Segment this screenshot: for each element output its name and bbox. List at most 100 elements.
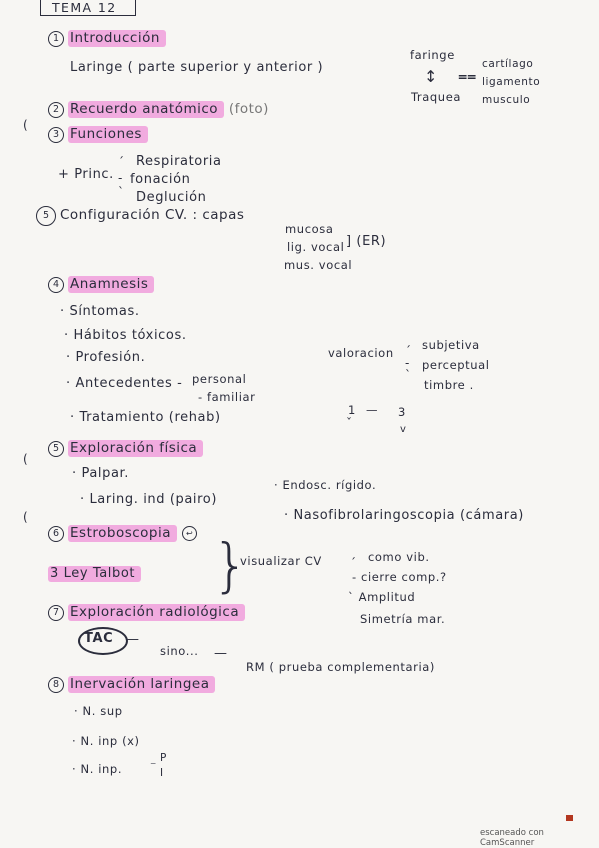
strobe-item: - cierre comp.? <box>352 570 447 584</box>
diagram-top: faringe <box>410 48 455 62</box>
section-3-title: Funciones <box>68 126 148 143</box>
section-1-line: Laringe ( parte superior y anterior ) <box>70 60 324 75</box>
function-item: Respiratoria <box>136 154 222 169</box>
section-2-extra: (foto) <box>228 101 269 117</box>
anamnesis-item-label: Hábitos tóxicos. <box>73 328 187 343</box>
section-number: 6 <box>48 526 64 542</box>
check-mark: ˇ <box>346 416 352 430</box>
section-number: 3 <box>48 127 64 143</box>
capas-label: : capas <box>192 207 245 223</box>
dash-mark: - <box>405 356 410 370</box>
exploration-right-label: Nasofibrolaringoscopia (cámara) <box>293 508 524 523</box>
antecedent-item-label: familiar <box>207 390 256 404</box>
anamnesis-item-label: Síntomas. <box>69 304 140 319</box>
sino-dash: — <box>214 646 228 661</box>
sino-label: sino... <box>160 644 199 658</box>
dash-mark: ⁻ <box>150 758 157 772</box>
layer-item: lig. vocal <box>287 240 345 254</box>
strobe-item: ˋ Amplitud <box>348 590 416 604</box>
anamnesis-item: · Tratamiento (rehab) <box>70 410 221 425</box>
exploration-item-label: Palpar. <box>81 466 130 481</box>
section-number: 8 <box>48 677 64 693</box>
valoracion-item: subjetiva <box>422 338 480 352</box>
nerve-branch: I <box>160 767 164 779</box>
tac-dash: — <box>126 632 140 647</box>
exploration-right-item: · Endosc. rígido. <box>274 478 377 492</box>
section-8-title: Inervación laringea <box>68 676 216 693</box>
antecedent-item: - familiar <box>198 390 256 404</box>
scanner-watermark: escaneado con CamScanner <box>480 828 544 848</box>
section-2-title: Recuerdo anatómico <box>68 101 225 118</box>
page-title: TEMA 12 <box>52 0 117 15</box>
check-mark: v <box>400 424 406 435</box>
title-box <box>40 0 136 16</box>
dash-mark: ˋ <box>405 368 411 382</box>
layer-item: mucosa <box>285 222 334 236</box>
section-7-title: Exploración radiológica <box>68 604 246 621</box>
section-4-title: Anamnesis <box>68 276 155 293</box>
margin-mark: ( <box>23 510 28 524</box>
section-6-title: Estroboscopia <box>68 525 178 542</box>
diagram-item: ligamento <box>482 76 541 88</box>
talbot-law-label: 3 Ley Talbot <box>48 566 142 582</box>
strobe-item-label: cierre comp.? <box>361 570 447 584</box>
list-brace-icon: ⩵ <box>458 66 477 85</box>
nerve-item: · N. inp (x) <box>72 734 140 748</box>
dash-mark: ˊ <box>405 344 411 358</box>
valoracion-label: valoracion <box>328 346 394 360</box>
diagram-item: musculo <box>482 94 531 106</box>
function-item: Deglución <box>136 190 207 205</box>
dash-mark: ˋ <box>118 185 124 199</box>
anamnesis-item: · Antecedentes - <box>66 376 183 391</box>
margin-mark: ( <box>23 118 28 132</box>
diagram-bottom: Traquea <box>411 90 462 104</box>
exploration-item-label: Laring. ind (pairo) <box>89 492 218 507</box>
anamnesis-item: · Hábitos tóxicos. <box>64 328 187 343</box>
exploration-item: · Laring. ind (pairo) <box>80 492 218 507</box>
section-5-title: Exploración física <box>68 440 204 457</box>
dash-mark: - <box>118 171 123 185</box>
layer-item: mus. vocal <box>284 258 353 272</box>
scale-left: 1 <box>348 403 356 417</box>
scale-dash: — <box>366 403 379 417</box>
section-number: 2 <box>48 102 64 118</box>
anamnesis-item: · Síntomas. <box>60 304 140 319</box>
valoracion-item: timbre . <box>424 378 474 392</box>
section-number: 5 <box>36 206 56 226</box>
section-number: 1 <box>48 31 64 47</box>
antecedent-item: personal <box>192 372 247 386</box>
section-number: 4 <box>48 277 64 293</box>
nerve-branch: P <box>160 752 167 764</box>
double-arrow-icon: ↕ <box>424 67 438 86</box>
tac-circle <box>78 627 128 655</box>
scale-right: 3 <box>398 405 406 419</box>
er-label: ] (ER) <box>346 234 387 249</box>
tac-label: TAC <box>84 631 114 646</box>
diagram-item: cartílago <box>482 58 534 70</box>
talbot-law: 3 Ley Talbot <box>48 566 142 582</box>
anamnesis-item-label: Antecedentes - <box>75 376 183 391</box>
section-1-title: Introducción <box>68 30 166 47</box>
scanner-logo <box>566 815 573 821</box>
section-config-title: Configuración CV. <box>60 207 188 223</box>
function-item: fonación <box>130 172 191 187</box>
circled-mark: ↩ <box>181 526 197 541</box>
dash-mark: ˊ <box>350 556 356 570</box>
anamnesis-item-label: Tratamiento (rehab) <box>79 410 221 425</box>
anamnesis-item: · Profesión. <box>66 350 146 365</box>
functions-lead: + Princ. <box>58 167 114 182</box>
rm-label: RM ( prueba complementaria) <box>246 660 436 674</box>
section-number: 7 <box>48 605 64 621</box>
nerve-item-label: N. inp (x) <box>80 734 140 748</box>
dash-mark: ˊ <box>118 155 124 169</box>
nerve-item: · N. inp. <box>72 762 123 776</box>
